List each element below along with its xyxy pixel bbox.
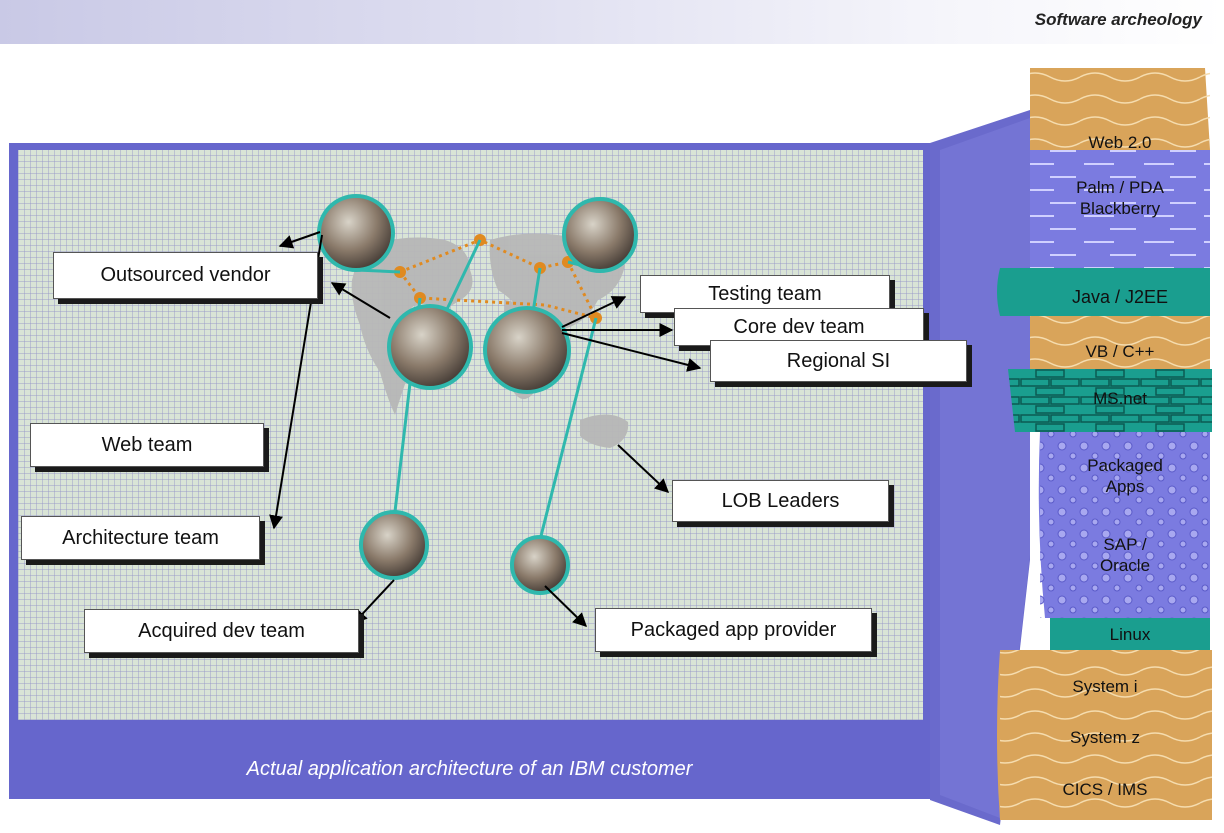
label-testing-team: Testing team (640, 275, 890, 313)
stratum-linux-shape (1050, 618, 1210, 650)
caption: Actual application architecture of an IB… (246, 758, 693, 780)
label-acquired-dev-team: Acquired dev team (84, 609, 359, 653)
stratum-msnet: MS.net (1093, 388, 1147, 408)
arrows (269, 231, 702, 627)
strata-column (997, 68, 1212, 820)
photo-acquired-dev-team (359, 510, 429, 580)
connection-routes (398, 238, 598, 320)
stratum-java-shape (997, 268, 1210, 316)
label-lob-leaders: LOB Leaders (672, 480, 889, 522)
photo-outsourced-vendor (387, 304, 473, 390)
label-outsourced-vendor: Outsourced vendor (53, 252, 318, 299)
stratum-cics-ims: CICS / IMS (1062, 779, 1148, 799)
photo-packaged-app-provider (510, 535, 570, 595)
label-web-team: Web team (30, 423, 264, 467)
stratum-sap-oracle: SAP / Oracle (1099, 535, 1151, 575)
team-photos (317, 194, 638, 595)
label-packaged-app-provider: Packaged app provider (595, 608, 872, 652)
photo-core-dev-team (483, 306, 571, 394)
strata-title: Software archeology (1034, 10, 1202, 29)
label-architecture-team: Architecture team (21, 516, 260, 560)
stratum-packaged-apps: Packaged Apps (1087, 456, 1163, 496)
stratum-system-z: System z (1070, 727, 1140, 747)
stratum-linux: Linux (1109, 624, 1151, 644)
photo-web-team (317, 194, 395, 272)
label-regional-si: Regional SI (710, 340, 967, 382)
header-band (0, 0, 1224, 44)
stratum-java: Java / J2EE (1071, 286, 1169, 307)
stratum-vb: VB / C++ (1085, 341, 1155, 361)
stratum-msnet-shape (1008, 369, 1212, 432)
stratum-palm-pda: Palm / PDA Blackberry (1076, 178, 1164, 218)
stratum-system-i: System i (1072, 676, 1138, 696)
stratum-web20: Web 2.0 (1088, 132, 1152, 152)
photo-lob-leaders (562, 197, 638, 273)
